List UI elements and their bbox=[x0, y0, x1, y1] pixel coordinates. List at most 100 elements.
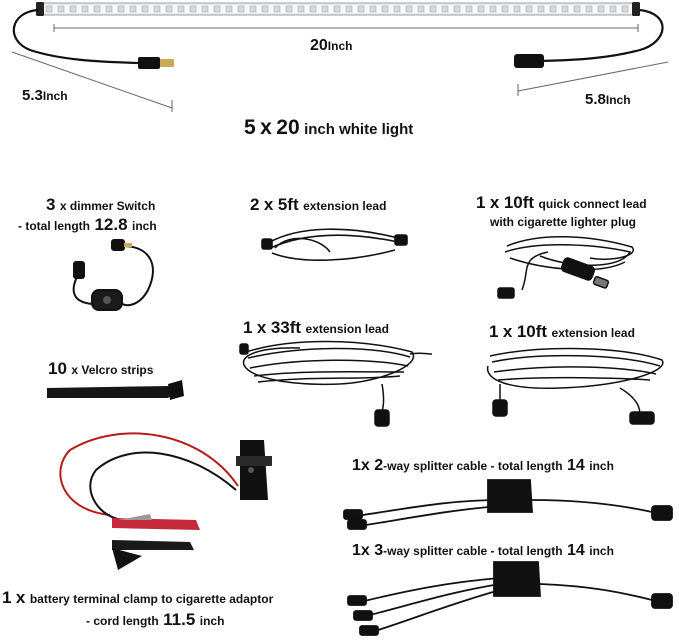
strip-length-value: 20 bbox=[310, 37, 328, 54]
led-chip bbox=[573, 5, 581, 13]
led-chip bbox=[429, 5, 437, 13]
dimmer-line2-prefix: - total length bbox=[18, 219, 90, 233]
dimmer-length: 12.8 bbox=[94, 215, 128, 234]
ext5-label: 2 x 5ft extension lead bbox=[250, 196, 386, 214]
ext5-count: 2 bbox=[250, 195, 260, 214]
led-chip bbox=[453, 5, 461, 13]
split2-length: 14 bbox=[566, 457, 585, 474]
split2-label: 1x 2-way splitter cable - total length 1… bbox=[352, 458, 614, 474]
ext5-x: x bbox=[263, 195, 274, 214]
clamp-label-line1: 1 x battery terminal clamp to cigarette … bbox=[2, 589, 273, 607]
velcro-strip-image bbox=[47, 380, 184, 400]
left-lead-cable-image bbox=[12, 8, 141, 65]
clamp-line2-prefix: - cord length bbox=[86, 614, 159, 628]
led-chip bbox=[513, 5, 521, 13]
led-chip bbox=[621, 5, 629, 13]
led-chip bbox=[93, 5, 101, 13]
led-chip bbox=[477, 5, 485, 13]
ext33-rest: extension lead bbox=[305, 322, 389, 336]
clamp-length: 11.5 bbox=[163, 610, 196, 629]
led-chip bbox=[45, 5, 53, 13]
velcro-label: 10 x Velcro strips bbox=[48, 360, 153, 378]
right-lead-value: 5.8 bbox=[585, 91, 606, 108]
extension-lead-5ft-image bbox=[261, 228, 408, 261]
led-chip bbox=[213, 5, 221, 13]
quick-rest: quick connect lead bbox=[538, 197, 647, 211]
led-chip bbox=[129, 5, 137, 13]
battery-clamp-image bbox=[59, 432, 272, 570]
led-chip bbox=[345, 5, 353, 13]
ext10-rest: extension lead bbox=[551, 326, 635, 340]
quick-size: 10ft bbox=[503, 193, 535, 212]
led-chip bbox=[321, 5, 329, 13]
quick-label-line1: 1 x 10ft quick connect lead bbox=[476, 194, 647, 212]
led-chip bbox=[417, 5, 425, 13]
split3-label: 1x 3-way splitter cable - total length 1… bbox=[352, 543, 614, 559]
ext33-count: 1 bbox=[243, 318, 253, 337]
led-chip bbox=[117, 5, 125, 13]
ext33-x: x bbox=[256, 318, 267, 337]
strip-title-size: 20 bbox=[276, 116, 300, 139]
led-chip bbox=[549, 5, 557, 13]
extension-lead-33ft-image bbox=[239, 340, 433, 427]
dimension-lines bbox=[11, 24, 669, 112]
quick-x: x bbox=[489, 193, 500, 212]
led-chip bbox=[465, 5, 473, 13]
right-lead-length-label: 5.8Inch bbox=[585, 92, 631, 108]
led-chip bbox=[381, 5, 389, 13]
led-chip bbox=[105, 5, 113, 13]
led-chip bbox=[57, 5, 65, 13]
dimmer-switch-image bbox=[72, 239, 154, 311]
quick-count: 1 bbox=[476, 193, 486, 212]
strip-title-x: x bbox=[260, 116, 272, 139]
right-lead-cable-image bbox=[539, 8, 664, 63]
left-lead-value: 5.3 bbox=[22, 87, 43, 104]
dimmer-line1-rest: x dimmer Switch bbox=[59, 199, 156, 213]
led-chip bbox=[333, 5, 341, 13]
strip-length-label: 20Inch bbox=[310, 38, 352, 54]
ext33-size: 33ft bbox=[270, 318, 302, 337]
dimmer-count: 3 bbox=[46, 195, 56, 214]
clamp-x: x bbox=[15, 588, 26, 607]
led-chip bbox=[189, 5, 197, 13]
ext10-size: 10ft bbox=[516, 322, 548, 341]
split3-length: 14 bbox=[566, 542, 585, 559]
led-chip bbox=[285, 5, 293, 13]
dimmer-label-line1: 3 x dimmer Switch bbox=[46, 196, 155, 214]
led-chip bbox=[561, 5, 569, 13]
split3-unit: inch bbox=[589, 544, 614, 558]
left-lead-unit: Inch bbox=[42, 89, 68, 103]
dimmer-unit: inch bbox=[132, 219, 157, 233]
ext10-count: 1 bbox=[489, 322, 499, 341]
split3-prefix: 1x bbox=[352, 542, 370, 559]
clamp-label-line2: - cord length 11.5 inch bbox=[86, 611, 224, 629]
ext10-x: x bbox=[502, 322, 513, 341]
split2-prefix: 1x bbox=[352, 457, 370, 474]
led-chip bbox=[537, 5, 545, 13]
led-chip bbox=[81, 5, 89, 13]
strip-title: 5 x 20 inch white light bbox=[244, 117, 413, 138]
quick-connect-lead-image bbox=[497, 236, 635, 299]
led-chip bbox=[237, 5, 245, 13]
left-connector-image bbox=[138, 57, 174, 69]
velcro-rest: x Velcro strips bbox=[71, 363, 154, 377]
led-chip bbox=[441, 5, 449, 13]
split2-num: 2 bbox=[374, 457, 384, 474]
led-chip bbox=[153, 5, 161, 13]
ext5-rest: extension lead bbox=[303, 199, 387, 213]
splitter-3-way-image bbox=[347, 561, 673, 636]
split2-rest: -way splitter cable - total length bbox=[383, 459, 563, 473]
led-chip bbox=[201, 5, 209, 13]
split2-unit: inch bbox=[589, 459, 614, 473]
clamp-unit: inch bbox=[199, 614, 225, 628]
left-lead-length-label: 5.3Inch bbox=[22, 88, 68, 104]
led-chip bbox=[597, 5, 605, 13]
strip-title-rest: inch white light bbox=[304, 121, 414, 138]
extension-lead-10ft-image bbox=[486, 347, 664, 425]
velcro-count: 10 bbox=[48, 359, 67, 378]
led-chip bbox=[297, 5, 305, 13]
led-chip bbox=[177, 5, 185, 13]
split3-rest: -way splitter cable - total length bbox=[383, 544, 563, 558]
strip-title-count: 5 bbox=[244, 116, 256, 139]
led-chip bbox=[489, 5, 497, 13]
